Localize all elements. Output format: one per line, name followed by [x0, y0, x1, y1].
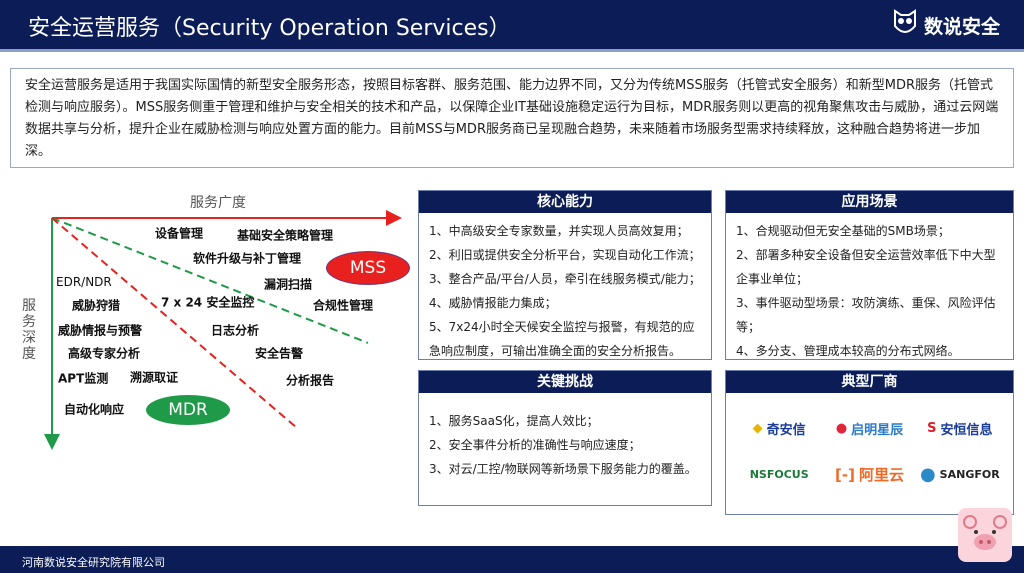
- page-title: 安全运营服务（Security Operation Services）: [28, 16, 511, 41]
- list-item: 3、对云/工控/物联网等新场景下服务能力的覆盖。: [429, 462, 697, 476]
- mss-badge: MSS: [326, 251, 410, 285]
- list-item: 1、合规驱动但无安全基础的SMB场景；: [736, 224, 950, 238]
- panel-title: 核心能力: [419, 191, 711, 213]
- diagram-label: 合规性管理: [313, 298, 374, 313]
- list-item: 2、部署多种安全设备但安全运营效率低下中大型企事业单位；: [736, 248, 996, 286]
- list-item: 3、事件驱动型场景：攻防演练、重保、风险评估等；: [736, 296, 996, 334]
- logo-text: 数说安全: [923, 16, 1000, 38]
- vendor-logo-qianxin: ◆奇安信: [752, 421, 806, 438]
- vendor-logo-nsfocus: NSFOCUS: [749, 468, 809, 481]
- logo: 数说安全: [892, 8, 1000, 43]
- diagram-label: 漏洞扫描: [264, 277, 313, 292]
- panel-title: 典型厂商: [726, 371, 1013, 393]
- list-item: 1、中高级安全专家数量，并实现人员高效复用；: [429, 224, 689, 238]
- diagram-label: 威胁狩猎: [72, 298, 121, 313]
- vendor-logo-venustech: ●启明星辰: [835, 421, 904, 438]
- diagram-label: 分析报告: [286, 373, 335, 388]
- list-item: 4、威胁情报能力集成；: [429, 296, 557, 310]
- diagram-label: EDR/NDR: [56, 275, 112, 289]
- diagram-label: 设备管理: [155, 226, 204, 241]
- challenges-panel: 关键挑战 1、服务SaaS化，提高人效比； 2、安全事件分析的准确性与响应速度；…: [418, 370, 712, 506]
- list-item: 2、利旧或提供安全分析平台，实现自动化工作流；: [429, 248, 701, 262]
- diagram-label: 基础安全策略管理: [237, 228, 334, 243]
- diagram-label: 威胁情报与预警: [58, 323, 143, 338]
- mdr-boundary-line: [51, 217, 298, 429]
- diagram-axes: [44, 210, 402, 450]
- core-capabilities-panel: 核心能力 1、中高级安全专家数量，并实现人员高效复用； 2、利旧或提供安全分析平…: [418, 190, 712, 360]
- diagram-label: 软件升级与补丁管理: [193, 251, 302, 266]
- mss-mdr-diagram: 服务广度 服务深度 MSS MDR 设备管理 基础安全策略管理 软件升级与补丁管…: [0, 180, 415, 460]
- diagram-label: 自动化响应: [64, 402, 125, 417]
- diagram-label: 安全告警: [255, 346, 304, 361]
- scenarios-panel: 应用场景 1、合规驱动但无安全基础的SMB场景； 2、部署多种安全设备但安全运营…: [725, 190, 1014, 360]
- footer: 河南数说安全研究院有限公司: [0, 546, 1024, 573]
- y-axis-label: 服务深度: [22, 298, 36, 362]
- mss-boundary-line: [51, 217, 369, 344]
- diagram-label: 高级专家分析: [68, 346, 141, 361]
- owl-icon: [892, 8, 918, 43]
- x-axis-label: 服务广度: [190, 195, 246, 211]
- mdr-badge: MDR: [146, 395, 230, 425]
- vendor-logo-sangfor: ●SANGFOR: [919, 464, 1000, 485]
- pig-mascot-icon: [958, 508, 1012, 562]
- diagram-label: 7 x 24 安全监控: [161, 295, 255, 310]
- list-item: 3、整合产品/平台/人员，牵引在线服务模式/能力；: [429, 272, 701, 286]
- intro-text: 安全运营服务是适用于我国实际国情的新型安全服务形态，按照目标客群、服务范围、能力…: [10, 68, 1014, 168]
- diagram-label: APT监测: [58, 371, 109, 386]
- list-item: 2、安全事件分析的准确性与响应速度；: [429, 438, 641, 452]
- vendor-logo-aliyun: [-]阿里云: [835, 465, 904, 485]
- list-item: 4、多分支、管理成本较高的分布式网络。: [736, 344, 960, 358]
- header: 安全运营服务（Security Operation Services） 数说安全: [0, 0, 1024, 52]
- diagram-label: 溯源取证: [130, 370, 179, 385]
- panel-title: 应用场景: [726, 191, 1013, 213]
- panel-title: 关键挑战: [419, 371, 711, 393]
- diagram-label: 日志分析: [211, 323, 260, 338]
- list-item: 1、服务SaaS化，提高人效比；: [429, 414, 599, 428]
- list-item: 5、7x24小时全天候安全监控与报警，有规范的应急响应制度，可输出准确全面的安全…: [429, 320, 695, 358]
